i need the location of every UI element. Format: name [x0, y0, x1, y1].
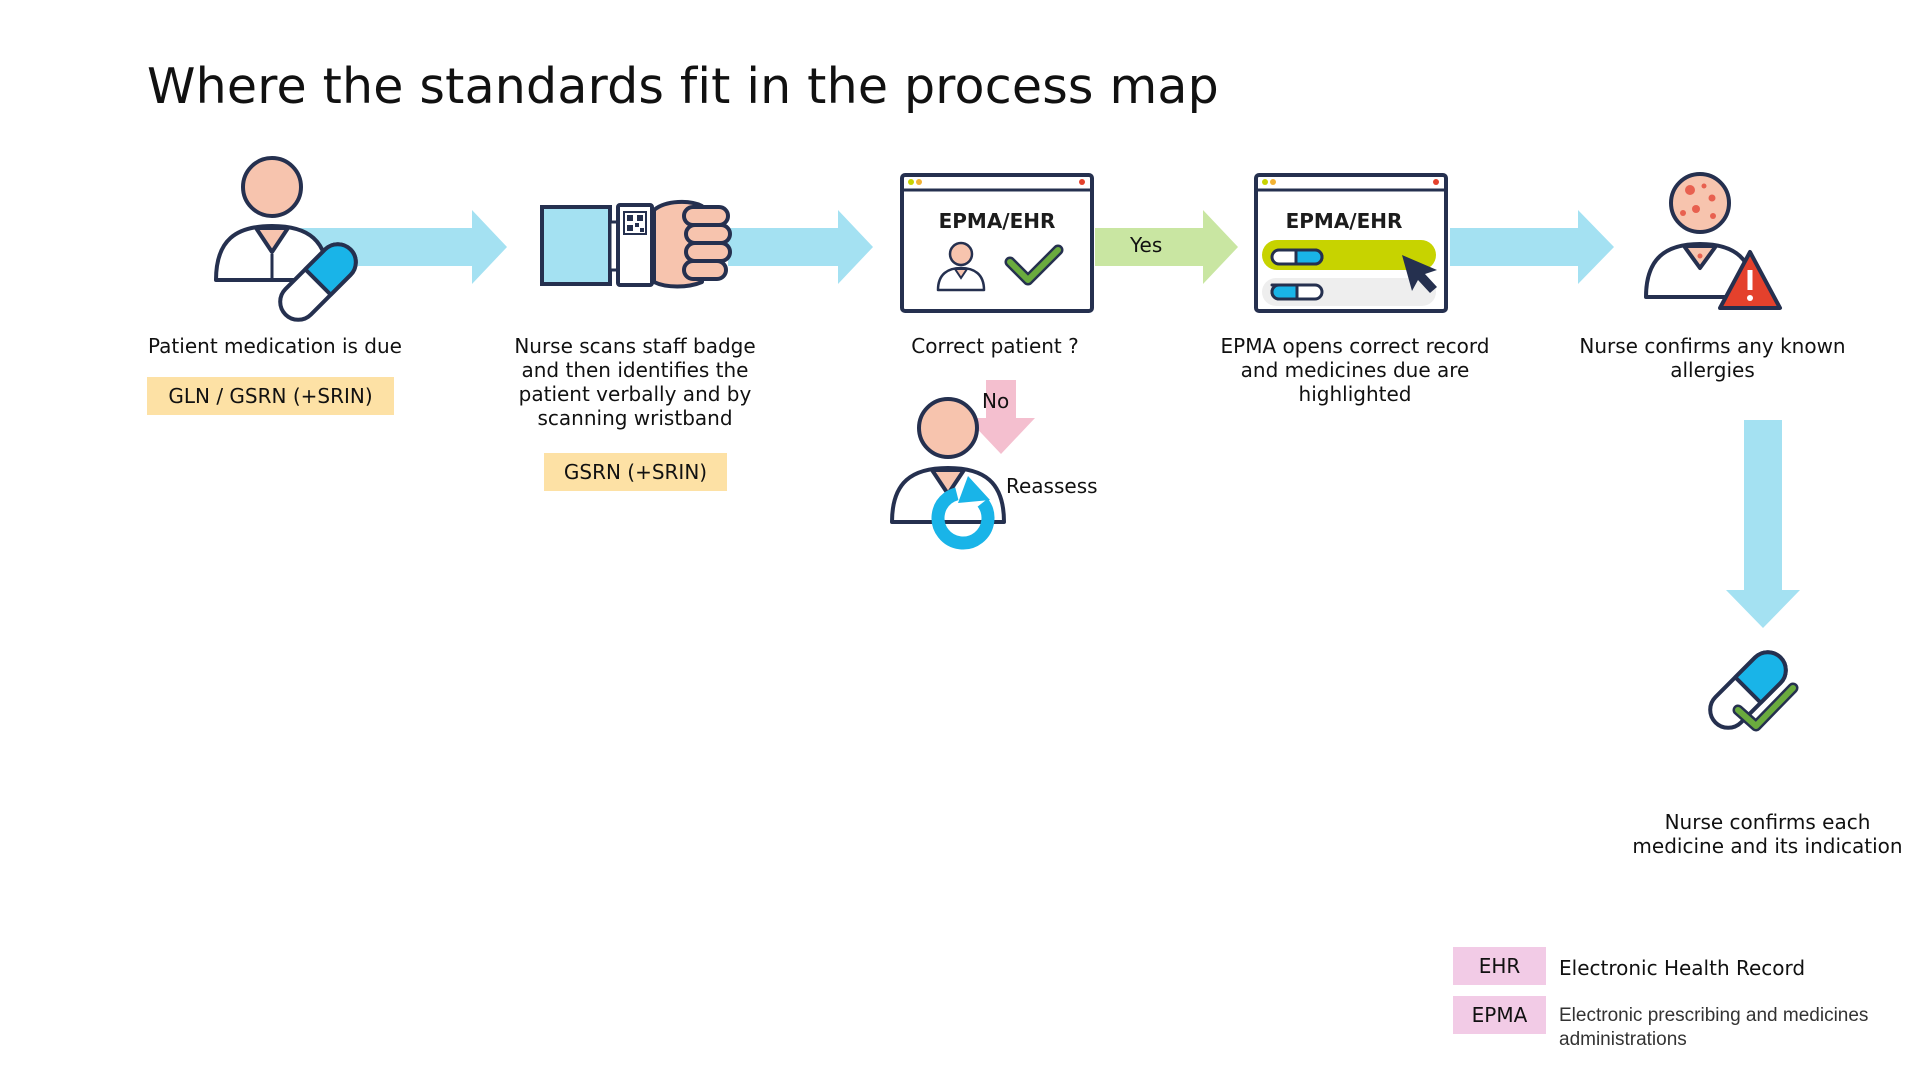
legend-abbr-epma: EPMA	[1453, 996, 1546, 1034]
step-caption-medication-due: Patient medication is due	[148, 334, 402, 358]
legend-text-ehr: Electronic Health Record	[1559, 956, 1806, 980]
flow-arrow-2	[728, 210, 873, 284]
step-caption-nurse-scans: Nurse scans staff badge and then identif…	[514, 334, 756, 430]
fist-icon	[652, 199, 732, 289]
standard-tag-gln-gsrn: GLN / GSRN (+SRIN)	[147, 377, 394, 415]
step-caption-epma-opens: EPMA opens correct record and medicines …	[1220, 334, 1490, 406]
screen-label: EPMA/EHR	[939, 209, 1056, 233]
staff-badge-icon	[540, 205, 620, 286]
cursor-icon	[1402, 255, 1437, 293]
step-caption-correct-patient: Correct patient ?	[911, 334, 1079, 358]
epma-record-screen-icon: EPMA/EHR	[1254, 173, 1448, 313]
flow-arrow-no	[967, 380, 1035, 454]
epma-screen-icon: EPMA/EHR	[900, 173, 1094, 313]
yes-label: Yes	[1130, 233, 1163, 257]
warning-icon	[1718, 250, 1782, 310]
wristband-icon	[616, 203, 654, 287]
flow-arrow-down	[1726, 420, 1800, 628]
legend-abbr-ehr: EHR	[1453, 947, 1546, 985]
capsule-check-icon	[1708, 650, 1788, 730]
step-caption-confirm-medicine: Nurse confirms each medicine and its ind…	[1632, 810, 1903, 858]
reassess-label: Reassess	[1006, 474, 1098, 498]
no-label: No	[982, 389, 1010, 413]
step-caption-allergies: Nurse confirms any known allergies	[1579, 334, 1846, 382]
flow-arrow-4	[1450, 210, 1614, 284]
patient-icon	[214, 156, 330, 282]
capsule-icon	[278, 242, 358, 322]
refresh-icon	[931, 476, 995, 550]
legend-text-epma: Electronic prescribing and medicines adm…	[1559, 1005, 1869, 1050]
allergy-patient-icon	[1644, 172, 1756, 299]
standard-tag-gsrn: GSRN (+SRIN)	[544, 453, 727, 491]
page-title: Where the standards fit in the process m…	[147, 58, 1219, 115]
screen-label: EPMA/EHR	[1286, 209, 1403, 233]
flow-arrow-yes	[1095, 210, 1238, 284]
